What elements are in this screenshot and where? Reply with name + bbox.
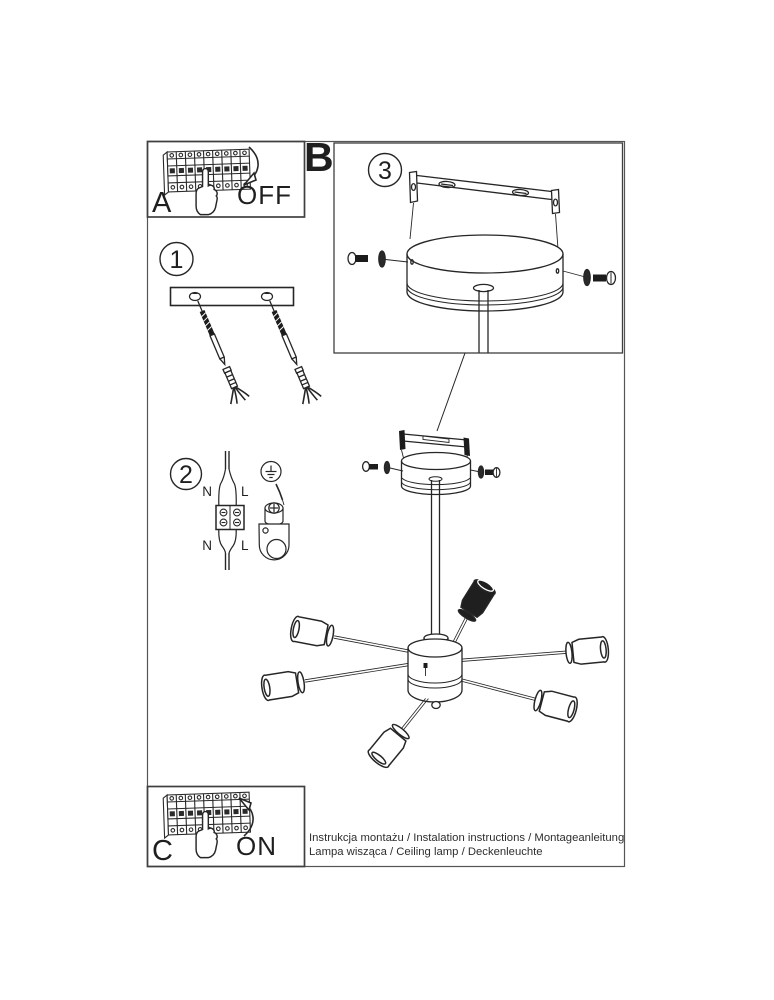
- page-frame: [146, 140, 626, 868]
- lamp-rod: [428, 476, 443, 637]
- lamp-screw-left: [361, 460, 404, 475]
- anchor-screw-icon: [259, 296, 323, 407]
- lamp-arms: [304, 614, 570, 732]
- wall-bracket-drawing: [169, 286, 295, 307]
- step2-number: 2: [179, 461, 193, 489]
- section-b-label: B: [304, 134, 334, 180]
- step2-badge: 2: [169, 457, 203, 491]
- wire-label-n-bottom: N: [202, 538, 212, 553]
- lamp-screw-right: [470, 465, 501, 479]
- wire-label-l-bottom: L: [241, 538, 249, 553]
- on-label: ON: [236, 831, 277, 861]
- screw-right: [562, 268, 617, 287]
- panel-a-label: A: [152, 187, 172, 219]
- step3-badge: 3: [367, 152, 403, 188]
- lamp-canopy: [400, 451, 472, 496]
- screw-left: [347, 250, 409, 268]
- panel-c-label: C: [152, 835, 173, 867]
- panel-a-box: [146, 140, 306, 218]
- lamp-socket-right: [564, 635, 611, 667]
- step1-badge: 1: [159, 241, 194, 277]
- step3-box: [333, 142, 624, 354]
- footer-text-line2: Lampa wisząca / Ceiling lamp / Deckenleu…: [309, 846, 543, 858]
- wire-label-l-top: L: [241, 484, 249, 499]
- ground-symbol-icon: [260, 460, 282, 483]
- step3-number: 3: [378, 157, 392, 185]
- step1-drawing: 1: [159, 241, 323, 407]
- off-label: OFF: [237, 180, 292, 210]
- ground-clamp-drawing: [258, 483, 290, 561]
- anchor-screw-icon: [187, 296, 251, 407]
- footer-text-line1: Instrukcja montażu / Instalation instruc…: [309, 832, 624, 844]
- lamp-socket-opening: [477, 579, 495, 592]
- lamp-socket-lower-right: [531, 686, 581, 724]
- wire-diagram: N L N L: [202, 451, 249, 570]
- lamp-hub: [407, 633, 463, 710]
- lamp-socket-bottom: [364, 720, 414, 771]
- panel-c: C ON: [152, 791, 277, 867]
- footer: Instrukcja montażu / Instalation instruc…: [309, 832, 624, 858]
- mounting-bracket-drawing: [408, 170, 561, 271]
- step3-drawing: 3: [347, 152, 617, 353]
- panel-c-box: [146, 785, 306, 868]
- step2-drawing: 2 N L N L: [169, 451, 290, 570]
- lamp-socket-upper-right: [454, 576, 498, 625]
- canopy-drawing: [406, 234, 564, 353]
- lamp-socket-upper-left: [288, 614, 337, 650]
- lamp-drawing: [259, 430, 611, 771]
- lamp-socket-left: [259, 668, 307, 702]
- wire-label-n-top: N: [202, 484, 212, 499]
- step1-number: 1: [170, 246, 184, 274]
- panel-a: A OFF: [152, 146, 292, 219]
- leader-line: [436, 352, 466, 432]
